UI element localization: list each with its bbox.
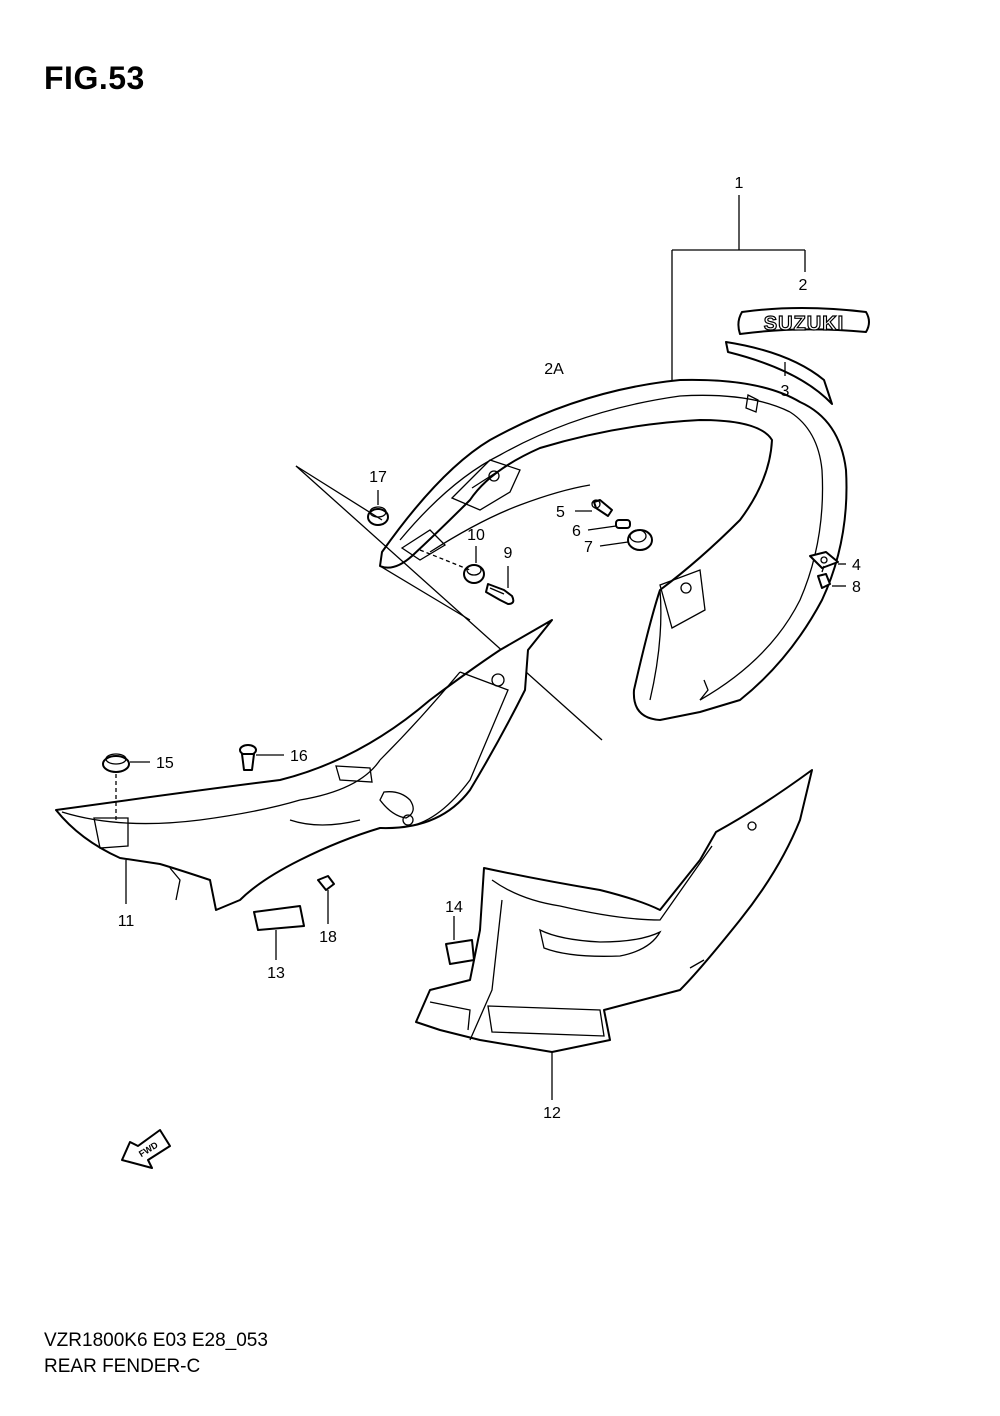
callout-8: 8: [852, 579, 861, 596]
callout-12: 12: [543, 1105, 561, 1122]
cushion-part-10: [463, 564, 485, 584]
cushion-part-7: [627, 529, 653, 551]
callout-11: 11: [118, 913, 135, 930]
model-code-label: VZR1800K6 E03 E28_053: [44, 1330, 268, 1351]
tape-stripe-part-3: [725, 341, 833, 405]
tail-cowl-part-2a: [379, 378, 848, 721]
emblem-part-2: SUZUKI: [737, 307, 870, 336]
callout-18: 18: [319, 929, 337, 946]
bolt-part-9: [485, 583, 515, 605]
rear-fender-part-11: [55, 619, 553, 911]
screw-part-8: [817, 565, 831, 589]
clip-part-16: [239, 744, 257, 771]
callout-1: 1: [735, 175, 744, 192]
callout-leaders: [125, 362, 846, 1100]
callout-15: 15: [156, 755, 174, 772]
callout-labels: 1 2 2A 3 4 5 6 7 8 9 10 11 12 13 14 15 1…: [118, 175, 861, 1122]
callout-6: 6: [572, 523, 581, 540]
grommet-part-15: [102, 753, 130, 773]
callout-2a: 2A: [544, 361, 564, 378]
callout-7: 7: [584, 539, 593, 556]
forward-direction-arrow-icon: FWD: [121, 1129, 171, 1169]
side-cover-part-12: [415, 769, 813, 1053]
collar-part-6: [615, 519, 631, 529]
figure-title: FIG.53: [44, 60, 145, 96]
pad-part-13: [253, 905, 305, 931]
emblem-text: SUZUKI: [764, 313, 844, 335]
callout-9: 9: [504, 545, 513, 562]
callout-4: 4: [852, 557, 861, 574]
grommet-part-17: [367, 506, 389, 526]
callout-5: 5: [556, 504, 565, 521]
callout-13: 13: [267, 965, 285, 982]
pad-part-14: [445, 939, 475, 965]
section-name-label: REAR FENDER-C: [44, 1356, 201, 1377]
callout-14: 14: [445, 899, 463, 916]
assembly-bracket-1: [671, 195, 806, 380]
callout-16: 16: [290, 748, 308, 765]
screw-part-18: [317, 875, 335, 891]
callout-3: 3: [781, 383, 790, 400]
nut-part-4: [809, 551, 839, 569]
callout-10: 10: [467, 527, 485, 544]
callout-2: 2: [799, 277, 808, 294]
callout-17: 17: [369, 469, 387, 486]
bolt-part-5: [591, 499, 613, 517]
